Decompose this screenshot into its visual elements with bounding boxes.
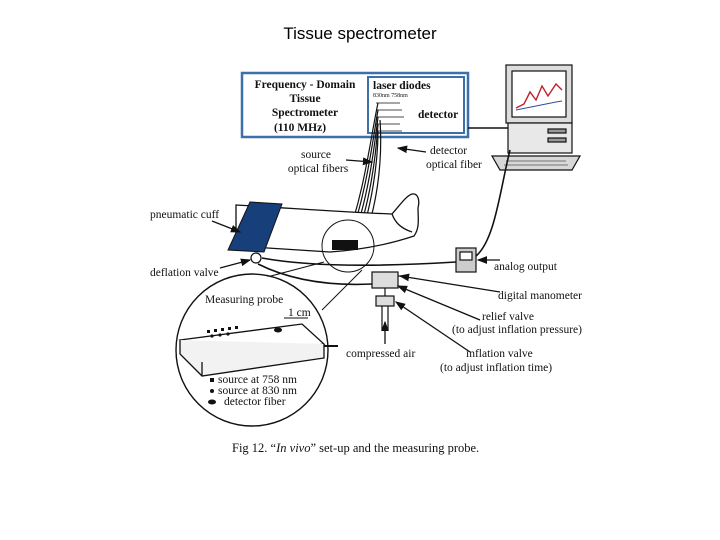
probe-zoom-circle [321,219,375,273]
label-inflation-valve-1: inflation valve [466,348,533,360]
figure-caption: Fig 12. “In vivo” set-up and the measuri… [232,441,479,455]
legend-source-830: source at 830 nm [218,385,297,397]
label-source-2: optical fibers [288,163,349,175]
label-relief-valve-1: relief valve [482,311,534,323]
label-detector-2: optical fiber [426,159,482,171]
label-digital-manometer: digital manometer [498,290,582,302]
relief-valve-assembly [371,271,404,330]
probe-title: Measuring probe [205,294,283,306]
deflation-valve-icon [250,252,262,264]
caption-prefix: Fig 12. “ [232,441,277,455]
legend-source-758: source at 758 nm [218,374,297,386]
probe-source-dots [207,326,238,338]
measuring-probe-inset: Measuring probe 1 cm source at 758 nm so… [175,273,338,427]
probe-scale-label: 1 cm [288,307,311,319]
caption-italic: In vivo [275,441,310,455]
label-pneumatic-cuff: pneumatic cuff [150,209,219,221]
label-compressed-air: compressed air [346,348,415,360]
instrument-line2: Tissue [289,93,320,105]
label-inflation-valve-2: (to adjust inflation time) [440,362,552,374]
label-source-1: source [301,149,331,161]
laser-diodes-title: laser diodes [373,80,431,92]
analog-cable [475,149,511,257]
laser-wavelength-header: 830nm 758nm [373,93,408,99]
slide-title: Tissue spectrometer [283,24,437,43]
caption-suffix: ” set-up and the measuring probe. [310,441,479,455]
pointer-arrows [211,145,501,353]
label-relief-valve-2: (to adjust inflation pressure) [452,324,582,336]
air-hoses [257,257,457,286]
probe-on-leg [332,240,358,250]
pneumatic-cuff [227,201,283,253]
instrument-line4: (110 MHz) [274,122,326,134]
legend-detector-icon [208,399,216,405]
detector-title: detector [418,109,458,121]
computer-icon [490,64,582,171]
label-detector-1: detector [430,145,467,157]
label-analog-output: analog output [494,261,558,273]
probe-detector-dot [274,327,282,333]
instrument-line1: Frequency - Domain [255,79,356,91]
spectrometer-instrument: Frequency - Domain Tissue Spectrometer (… [240,71,470,139]
digital-manometer-icon [455,247,477,273]
label-deflation-valve: deflation valve [150,267,219,279]
legend-detector: detector fiber [224,396,286,408]
legend-square-icon [210,378,214,382]
legend-dot-icon [210,389,214,393]
instrument-line3: Spectrometer [272,107,338,119]
